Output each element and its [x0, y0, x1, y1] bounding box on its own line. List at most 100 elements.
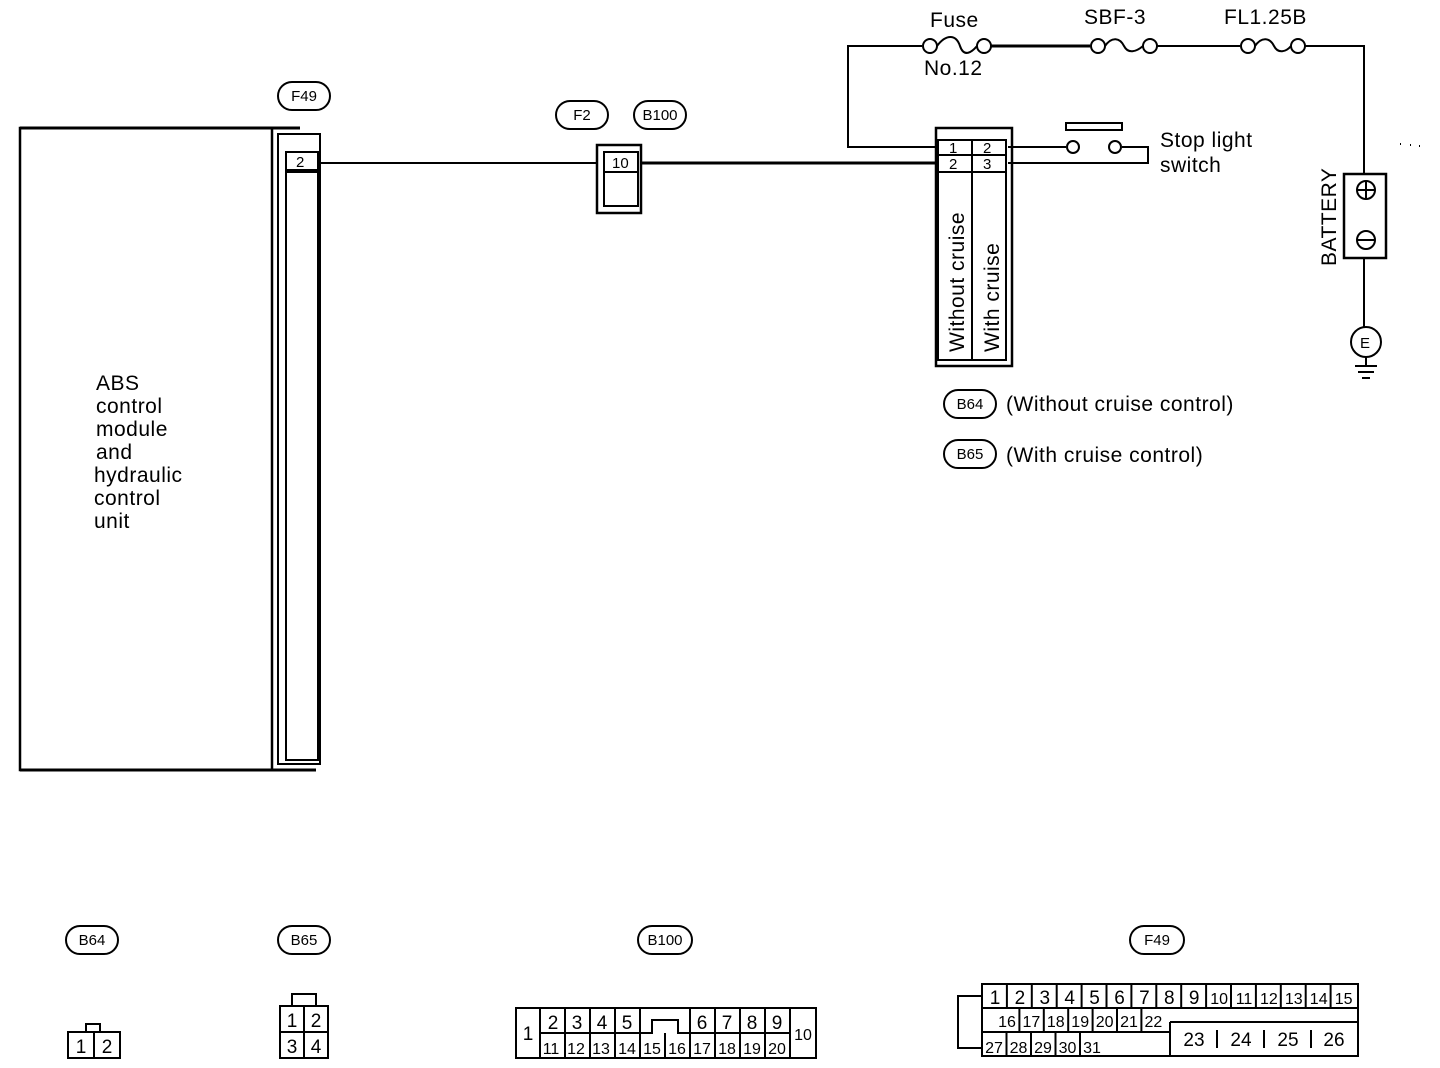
f49-pin-31: 31 [1083, 1040, 1101, 1057]
b100-top-bubble-outline [633, 100, 687, 130]
abs-label-line-1: ABS [96, 372, 140, 395]
f49-pin-8: 8 [1164, 988, 1175, 1009]
b64-note-bubble: B64 [957, 396, 984, 413]
abs-label-line-3: module [96, 418, 168, 441]
f49-pin-6: 6 [1114, 988, 1125, 1009]
b100-pin-14: 14 [618, 1041, 636, 1058]
f49-pin-12: 12 [1260, 991, 1278, 1008]
abs-label-line-4: and [96, 441, 133, 464]
b100-pin-9: 9 [772, 1013, 783, 1034]
f49-pin-9: 9 [1189, 988, 1200, 1009]
f49-pin-13: 13 [1285, 991, 1303, 1008]
b100-pin-17: 17 [693, 1041, 711, 1058]
f49-pin-2: 2 [1015, 988, 1026, 1009]
b100-pin-16: 16 [668, 1041, 686, 1058]
f49-connector-strip [277, 133, 321, 765]
f49-pin-4: 4 [1064, 988, 1075, 1009]
b100-pin-1: 1 [523, 1024, 534, 1045]
stop-light-switch-label-1: Stop light [1160, 129, 1253, 152]
b65-note-bubble: B65 [957, 446, 984, 463]
f49-pin-16: 16 [998, 1014, 1016, 1031]
f49-face-bubble-outline [1129, 925, 1185, 955]
stop-light-switch-label-2: switch [1160, 154, 1221, 177]
b64-face-bubble: B64 [79, 932, 106, 949]
b65-face-bubble: B65 [291, 932, 318, 949]
b100-pin-4: 4 [597, 1013, 608, 1034]
fuse-label: Fuse [930, 9, 979, 32]
sbf3-fuse [1090, 38, 1158, 54]
b100-face-bubble: B100 [647, 932, 682, 949]
f49-top-bubble-outline [277, 81, 331, 111]
f49-pin-22: 22 [1145, 1014, 1163, 1031]
b100-pin-10: 10 [794, 1027, 812, 1044]
f49-pin-7: 7 [1139, 988, 1150, 1009]
b65-pin-2: 2 [311, 1011, 322, 1032]
without-cruise-label: Without cruise [946, 212, 969, 352]
b100-pin-15: 15 [643, 1041, 661, 1058]
b100-pin-8: 8 [747, 1013, 758, 1034]
b64-note-bubble-outline [943, 389, 997, 419]
f49-pin-27: 27 [985, 1040, 1003, 1057]
f49-pin-25: 25 [1277, 1030, 1298, 1051]
abs-control-module [18, 126, 316, 772]
b100-pin-3: 3 [572, 1013, 583, 1034]
f49-pin-26: 26 [1323, 1030, 1344, 1051]
f49-pin-11: 11 [1236, 991, 1253, 1008]
abs-label-line-5: hydraulic [94, 464, 183, 487]
b64-note-text: (Without cruise control) [1006, 393, 1234, 416]
f2-pin-10: 10 [612, 155, 629, 172]
f49-pin-21: 21 [1120, 1014, 1138, 1031]
f49-pin-3: 3 [1040, 988, 1051, 1009]
fl125b-label: FL1.25B [1224, 6, 1307, 29]
f49-pin-15: 15 [1335, 991, 1353, 1008]
b100-face-outline [515, 1007, 817, 1059]
b100-pin-5: 5 [622, 1013, 633, 1034]
f49-pin-5: 5 [1089, 988, 1100, 1009]
f2-bubble: F2 [573, 107, 591, 124]
fuse-no12 [922, 36, 992, 54]
corner-dots [1400, 143, 1420, 147]
f2-bubble-outline [555, 100, 609, 130]
switch-pin-bot-3: 3 [983, 156, 991, 173]
b100-pin-18: 18 [718, 1041, 736, 1058]
stop-light-switch-connector [934, 126, 1014, 368]
b64-pin-1: 1 [76, 1037, 87, 1058]
b100-pin-19: 19 [743, 1041, 761, 1058]
switch-pin-top-1: 1 [949, 140, 957, 157]
fl-to-battery-wire [1305, 45, 1365, 174]
b100-pin-20: 20 [768, 1041, 786, 1058]
b65-face-outline [279, 993, 329, 1059]
f49-pin-29: 29 [1034, 1040, 1052, 1057]
b100-top-bubble: B100 [642, 107, 677, 124]
b65-note-text: (With cruise control) [1006, 444, 1203, 467]
b65-face-bubble-outline [277, 925, 331, 955]
f2-b100-connector [595, 143, 643, 215]
b100-pin-7: 7 [722, 1013, 733, 1034]
b100-pin-11: 11 [543, 1041, 560, 1058]
f49-pin-17: 17 [1023, 1014, 1041, 1031]
f49-pin-23: 23 [1183, 1030, 1204, 1051]
switch-feed-wire [847, 45, 938, 148]
abs-label-line-7: unit [94, 510, 130, 533]
b65-pin-4: 4 [311, 1037, 322, 1058]
b100-pin-6: 6 [697, 1013, 708, 1034]
fl125b-fusible-link [1240, 38, 1306, 54]
f49-pin-19: 19 [1071, 1014, 1089, 1031]
stop-light-switch [1065, 122, 1123, 154]
battery [1342, 172, 1388, 260]
f49-top-bubble: F49 [291, 88, 317, 105]
b64-face-outline [67, 1023, 121, 1059]
f49-face-outline [957, 983, 1359, 1057]
battery-label: BATTERY [1318, 168, 1341, 266]
f49-pin-14: 14 [1310, 991, 1328, 1008]
switch-pin-top-2: 2 [983, 140, 991, 157]
b65-note-bubble-outline [943, 439, 997, 469]
abs-label-line-2: control [96, 395, 163, 418]
ground-label: E [1360, 335, 1370, 352]
switch-pin-bot-2: 2 [949, 156, 957, 173]
abs-pin-2: 2 [296, 154, 304, 171]
b100-pin-13: 13 [592, 1041, 610, 1058]
f49-face-bubble: F49 [1144, 932, 1170, 949]
b100-pin-12: 12 [567, 1041, 585, 1058]
